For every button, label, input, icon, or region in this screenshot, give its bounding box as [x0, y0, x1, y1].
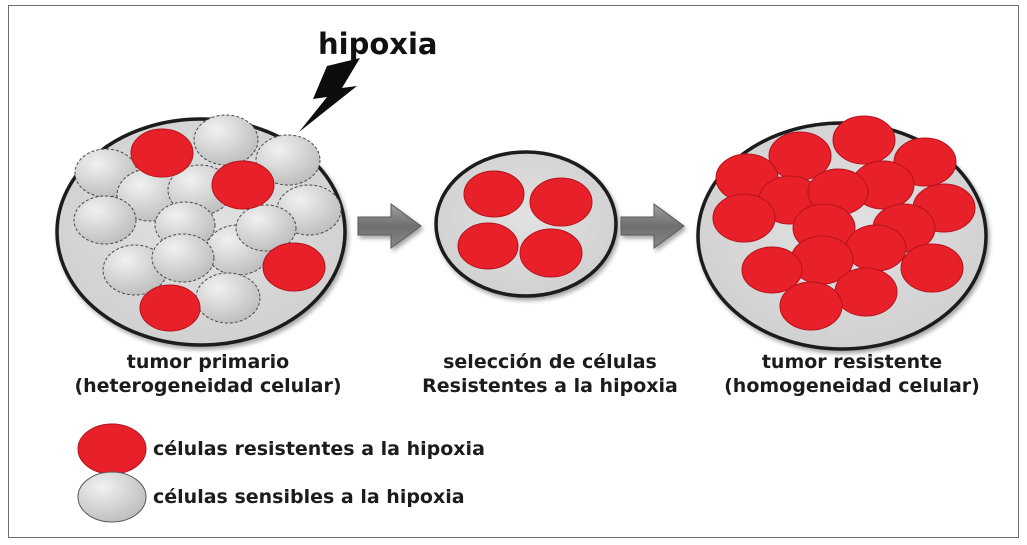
caption-primary-tumor: tumor primario (heterogeneidad celular) — [58, 350, 358, 398]
resistant-cell — [712, 193, 776, 243]
sensitive-cell — [235, 204, 297, 252]
resistant-cell — [529, 177, 593, 227]
legend-sensitive-label: células sensibles a la hipoxia — [153, 486, 465, 508]
resistant-cell — [130, 128, 194, 178]
resistant-tumor — [696, 115, 988, 351]
selection-group-outline — [434, 150, 618, 298]
right-arrow-icon — [357, 203, 422, 249]
resistant-cell — [741, 246, 803, 294]
primary-tumor — [55, 114, 347, 347]
resistant-cell — [832, 115, 896, 165]
resistant-cell — [900, 243, 964, 293]
sensitive-cell — [195, 272, 261, 324]
resistant-cell — [262, 242, 326, 292]
resistant-cell — [139, 284, 201, 332]
sensitive-cell — [151, 233, 215, 283]
legend-sensitive-swatch — [77, 471, 147, 523]
caption-primary-tumor-line2: (heterogeneidad celular) — [74, 375, 342, 397]
sensitive-cell — [73, 195, 137, 245]
resistant-cell — [211, 160, 275, 210]
selection-group — [434, 150, 618, 298]
resistant-cell — [457, 222, 519, 270]
figure-frame — [8, 5, 1019, 538]
right-arrow-icon — [620, 203, 685, 249]
resistant-cell — [834, 267, 898, 317]
resistant-cell — [463, 170, 525, 218]
caption-primary-tumor-line1: tumor primario — [126, 351, 290, 373]
caption-cell-selection-line1: selección de células — [443, 351, 657, 373]
caption-resistant-tumor-line2: (homogeneidad celular) — [724, 375, 980, 397]
sensitive-cell — [255, 134, 321, 186]
sensitive-cell — [193, 114, 259, 166]
caption-resistant-tumor: tumor resistente (homogeneidad celular) — [702, 350, 1002, 398]
lightning-bolt-icon — [299, 58, 360, 132]
hypoxia-title: hipoxia — [318, 27, 438, 61]
resistant-cell — [519, 228, 583, 278]
resistant-cell — [845, 224, 907, 272]
caption-cell-selection-line2: Resistentes a la hipoxia — [422, 375, 678, 397]
legend-resistant-swatch — [77, 423, 147, 475]
resistant-cell — [779, 281, 843, 331]
caption-cell-selection: selección de células Resistentes a la hi… — [392, 350, 708, 398]
legend-resistant-label: células resistentes a la hipoxia — [153, 438, 485, 460]
caption-resistant-tumor-line1: tumor resistente — [761, 351, 943, 373]
